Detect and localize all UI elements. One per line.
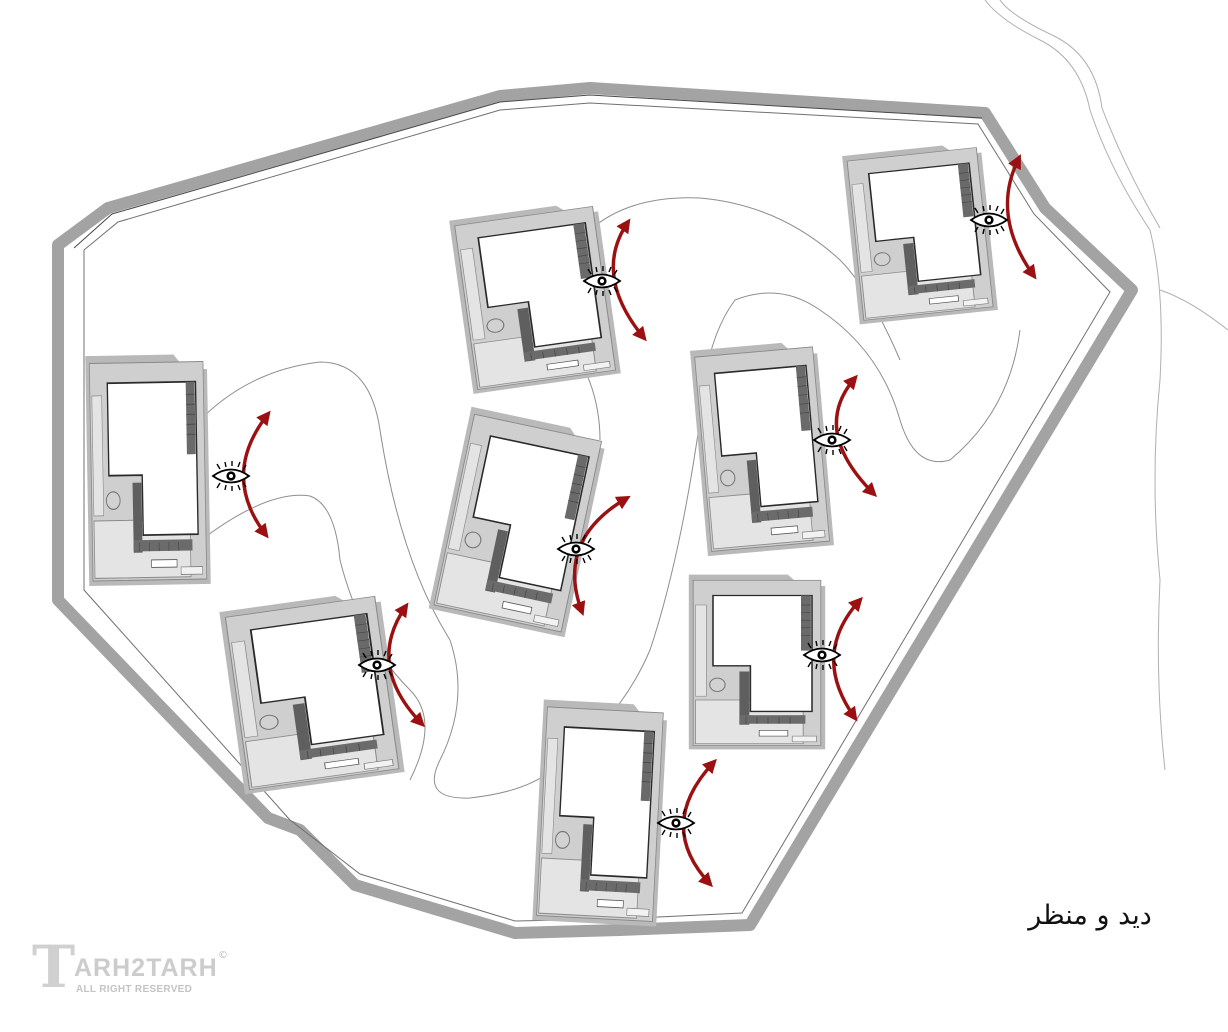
- watermark-t-glyph: T: [32, 933, 76, 1001]
- diagram-caption: دید و منظر: [1028, 900, 1152, 931]
- view-arrow: [834, 374, 878, 498]
- site-boundary-wall: [52, 82, 1138, 939]
- watermark-subtitle: ALL RIGHT RESERVED: [76, 984, 193, 995]
- view-arrow: [1005, 154, 1037, 280]
- villa-6: [218, 588, 406, 796]
- villa-5: [689, 339, 835, 557]
- watermark-logo: T ARH2TARH © ALL RIGHT RESERVED: [26, 936, 246, 1006]
- watermark-name: ARH2TARH: [74, 954, 218, 982]
- villa-3: [841, 140, 999, 326]
- eye-icon: [813, 424, 851, 456]
- watermark-copyright: ©: [218, 950, 228, 961]
- terrain-lines: [984, 0, 1228, 771]
- villa-2: [448, 199, 622, 395]
- view-arrow: [832, 596, 863, 722]
- eye-icon: [657, 807, 695, 839]
- villa-8: [531, 698, 669, 928]
- villa-1: [84, 353, 212, 587]
- villa-7: [688, 573, 826, 751]
